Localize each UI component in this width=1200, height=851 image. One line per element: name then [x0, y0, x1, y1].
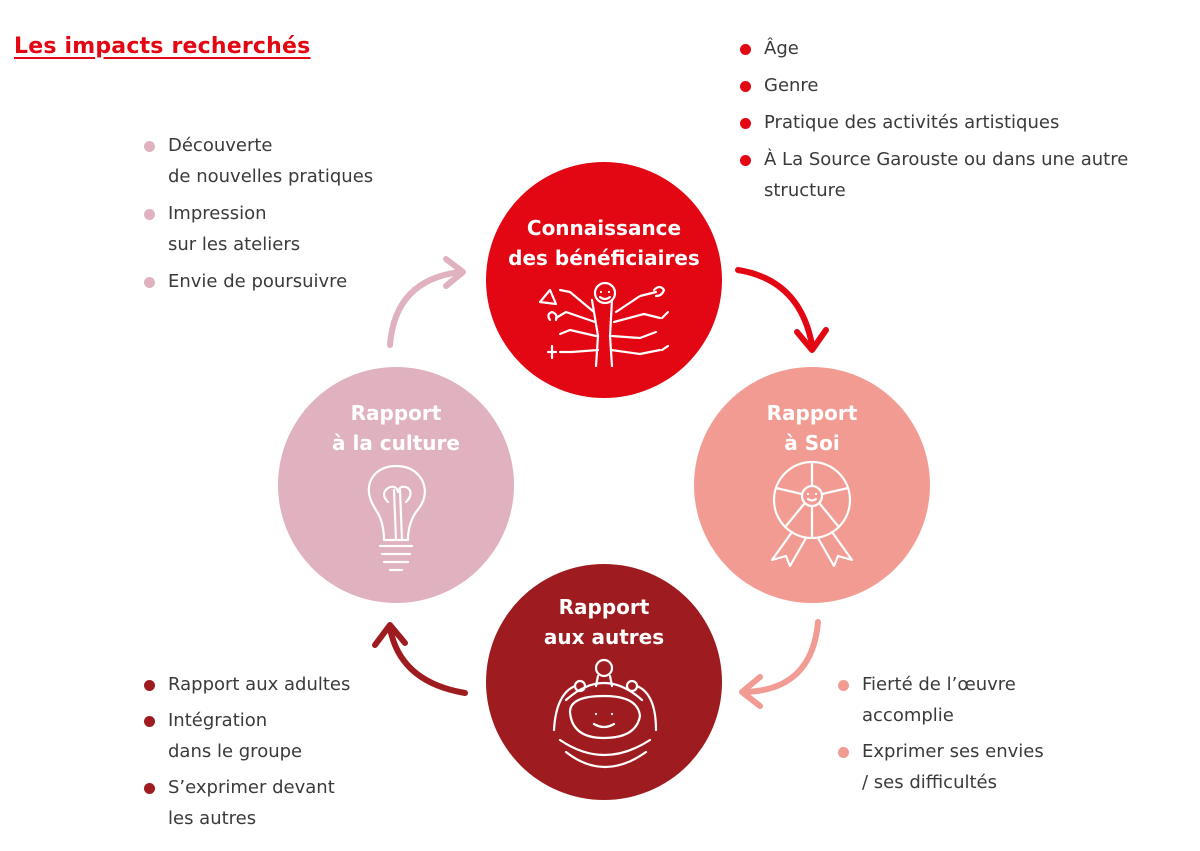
circle-label-soi: Rapport à Soi: [692, 398, 932, 458]
list-item-text: Âge: [764, 38, 799, 59]
list-item-text: Pratique des activités artistiques: [764, 112, 1060, 133]
rosette-medal-icon: [770, 460, 854, 568]
circle-label-autres: Rapport aux autres: [484, 592, 724, 652]
circle-label-culture: Rapport à la culture: [276, 398, 516, 458]
list-beneficiaires: Âge Genre Pratique des activités artisti…: [740, 33, 1128, 206]
list-autres: Rapport aux adultes Intégration dans le …: [144, 669, 350, 834]
arrow-beneficiaires-to-soi: [735, 267, 829, 353]
list-item: Intégration dans le groupe: [144, 705, 350, 767]
list-item-text: Exprimer ses envies: [862, 741, 1044, 762]
list-item-text: Fierté de l’œuvre: [862, 674, 1016, 695]
circle-label-line: Rapport: [558, 595, 650, 619]
circle-label-line: à Soi: [784, 431, 840, 455]
circle-label-beneficiaires: Connaissance des bénéficiaires: [484, 213, 724, 273]
list-item-text: accomplie: [862, 705, 954, 726]
group-people-icon: [552, 658, 658, 769]
list-item: Âge: [740, 33, 1128, 64]
list-item: À La Source Garouste ou dans une autre s…: [740, 144, 1128, 206]
circle-label-line: Rapport: [350, 401, 442, 425]
lightbulb-icon: [367, 464, 427, 572]
list-item: Impression sur les ateliers: [144, 198, 373, 260]
list-item-text: Intégration: [168, 710, 268, 731]
bullet-icon: [838, 747, 849, 758]
list-item-text: de nouvelles pratiques: [168, 166, 374, 187]
list-item-text: les autres: [168, 808, 257, 829]
list-item-text: Découverte: [168, 135, 273, 156]
circle-label-line: Connaissance: [526, 216, 682, 240]
list-soi: Fierté de l’œuvre accomplie Exprimer ses…: [838, 669, 1044, 798]
list-item: Genre: [740, 70, 1128, 101]
list-culture: Découverte de nouvelles pratiques Impres…: [144, 130, 373, 297]
bullet-icon: [144, 277, 155, 288]
list-item: Envie de poursuivre: [144, 266, 373, 297]
list-item-text: dans le groupe: [168, 741, 303, 762]
bullet-icon: [740, 118, 751, 129]
list-item-text: sur les ateliers: [168, 234, 301, 255]
list-item-text: structure: [764, 180, 846, 201]
bullet-icon: [740, 44, 751, 55]
list-item-text: Envie de poursuivre: [168, 271, 348, 292]
tree-figure-icon: [538, 281, 670, 368]
circle-label-line: Rapport: [766, 401, 858, 425]
bullet-icon: [144, 209, 155, 220]
circle-beneficiaires: [486, 162, 722, 398]
bullet-icon: [144, 783, 155, 794]
list-item-text: S’exprimer devant: [168, 777, 335, 798]
list-item: Fierté de l’œuvre accomplie: [838, 669, 1044, 731]
page-title: Les impacts recherchés: [14, 34, 311, 59]
arrow-soi-to-autres: [739, 619, 821, 709]
bullet-icon: [740, 81, 751, 92]
list-item: Rapport aux adultes: [144, 669, 350, 700]
bullet-icon: [144, 680, 155, 691]
list-item-text: / ses difficultés: [862, 772, 997, 793]
bullet-icon: [838, 680, 849, 691]
list-item: Découverte de nouvelles pratiques: [144, 130, 373, 192]
circle-label-line: à la culture: [332, 431, 460, 455]
list-item: S’exprimer devant les autres: [144, 772, 350, 834]
bullet-icon: [144, 141, 155, 152]
arrow-autres-to-culture: [372, 622, 468, 696]
list-item-text: Impression: [168, 203, 267, 224]
bullet-icon: [144, 716, 155, 727]
bullet-icon: [740, 155, 751, 166]
circle-label-line: des bénéficiaires: [508, 246, 700, 270]
circle-label-line: aux autres: [543, 625, 665, 649]
arrow-culture-to-beneficiaires: [387, 256, 466, 348]
list-item: Pratique des activités artistiques: [740, 107, 1128, 138]
list-item-text: Genre: [764, 75, 819, 96]
list-item-text: Rapport aux adultes: [168, 674, 351, 695]
list-item: Exprimer ses envies / ses difficultés: [838, 736, 1044, 798]
circle-rapport-culture: [278, 367, 514, 603]
list-item-text: À La Source Garouste ou dans une autre: [764, 149, 1129, 170]
